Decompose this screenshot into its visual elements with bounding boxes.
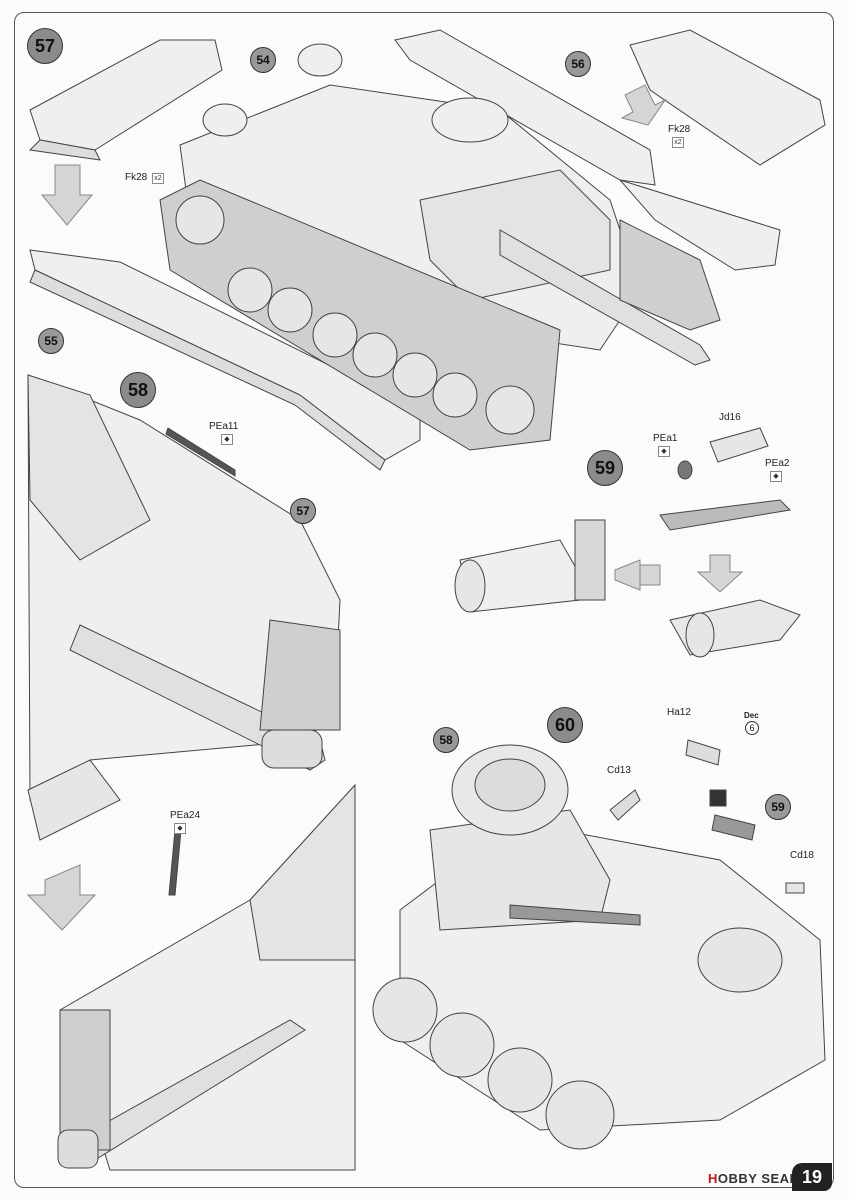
step-60-badge: 60: [547, 707, 583, 743]
callout-57: 57: [290, 498, 316, 524]
label-pea1: PEa1: [653, 433, 678, 444]
right-long-fender: [394, 29, 656, 186]
arrow-left-icon: [614, 559, 661, 591]
arrow-down-lower-icon: [26, 864, 97, 931]
label-fk28-right-qty: x2: [672, 137, 684, 148]
arrow-diag-icon: [620, 84, 667, 126]
callout-55: 55: [38, 328, 64, 354]
arrow-down-icon: [40, 164, 94, 226]
label-pea24: PEa24: [170, 810, 201, 821]
callout-56: 56: [565, 51, 591, 77]
page-frame: [14, 12, 834, 1188]
cd18-part: [785, 882, 805, 894]
photo-etch-icon-1: ◆: [658, 446, 670, 457]
ha12-part: [685, 739, 721, 766]
label-jd16: Jd16: [719, 412, 741, 423]
step-58-badge: 58: [120, 372, 156, 408]
step-59-badge: 59: [587, 450, 623, 486]
pe-strip-24: [168, 829, 182, 896]
photo-etch-icon-2: ◆: [770, 471, 782, 482]
label-fk28-left-qty: x2: [152, 173, 164, 184]
callout-59: 59: [765, 794, 791, 820]
cd13-part: [609, 789, 641, 821]
gun-barrel: [499, 229, 711, 366]
label-dec: Dec: [744, 711, 759, 720]
jd16-part: [709, 427, 769, 463]
arrow-down-59-icon: [696, 554, 744, 593]
label-pea2: PEa2: [765, 458, 790, 469]
label-pea11: PEa11: [209, 421, 239, 432]
right-fender-top: [629, 29, 826, 166]
step-57-badge: 57: [27, 28, 63, 64]
photo-etch-icon-24: ◆: [174, 823, 186, 834]
light-part: [711, 814, 756, 841]
label-cd18: Cd18: [790, 850, 814, 861]
label-ha12: Ha12: [667, 707, 691, 718]
label-fk28-left: Fk28: [125, 172, 148, 183]
callout-58: 58: [433, 727, 459, 753]
pe-strip-11: [165, 427, 236, 477]
label-fk28-right: Fk28: [668, 124, 691, 135]
callout-54: 54: [250, 47, 276, 73]
photo-etch-icon: ◆: [221, 434, 233, 445]
label-dec-num: 6: [745, 721, 759, 735]
label-cd13: Cd13: [607, 765, 631, 776]
decal-icon: [709, 789, 727, 807]
page-number: 19: [792, 1163, 832, 1191]
